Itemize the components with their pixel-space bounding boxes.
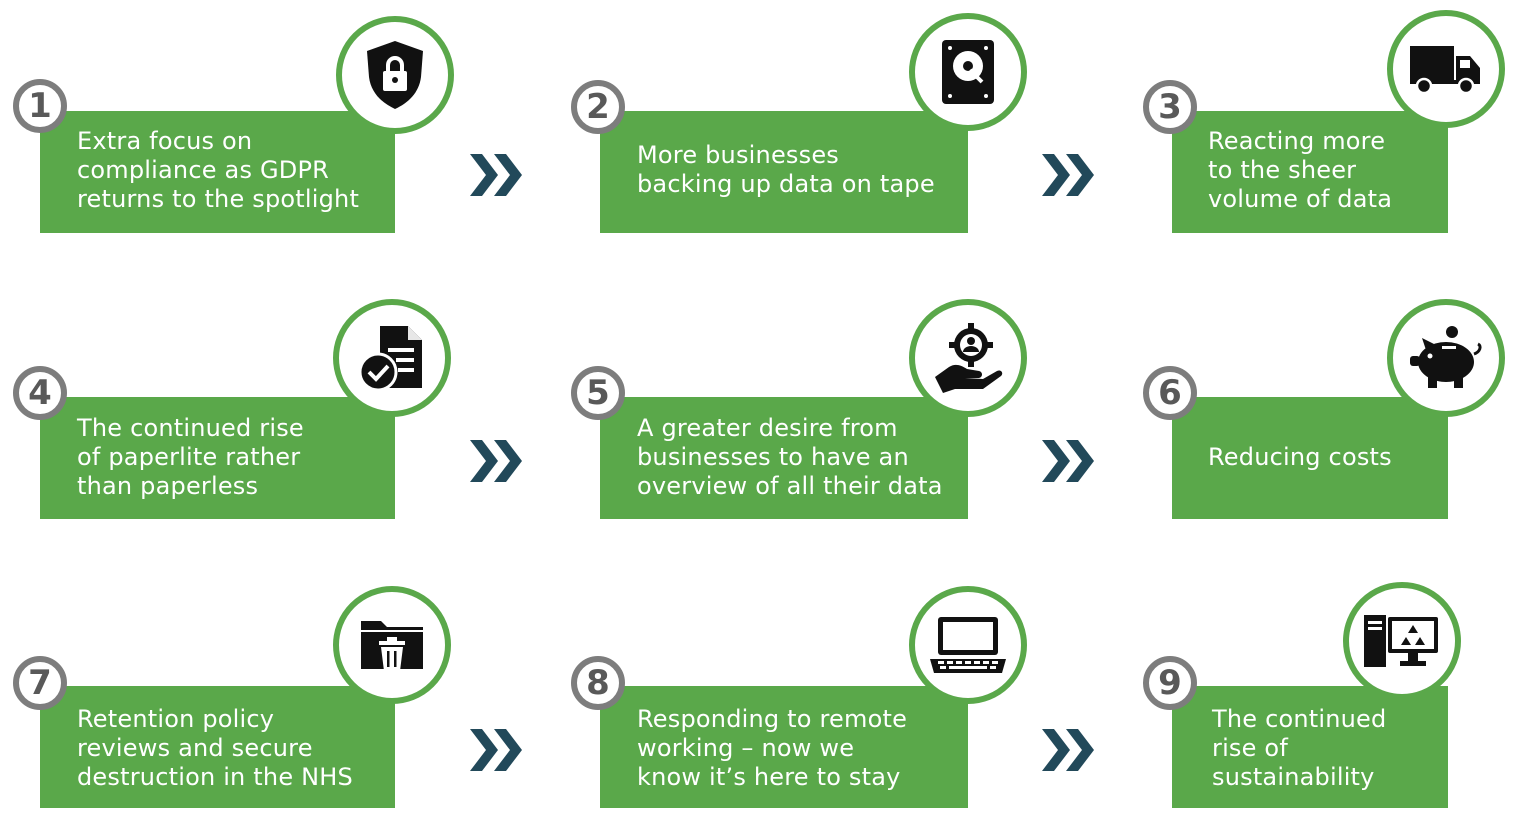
item-line: working – now we: [637, 734, 855, 762]
item-number-badge: 2: [571, 80, 625, 134]
item-box: [1172, 397, 1448, 519]
item-line: Retention policy: [77, 705, 275, 733]
item-text: Extra focus on compliance as GDPR return…: [77, 127, 359, 214]
item-text: Reducing costs: [1208, 443, 1392, 472]
item-box: [600, 686, 968, 808]
item-box: [40, 111, 395, 233]
chevron-right-icon: [1042, 440, 1094, 482]
item-text: The continued rise of sustainability: [1212, 705, 1386, 792]
laptop-icon: [930, 617, 1006, 673]
chevron-right-icon: [470, 729, 522, 771]
item-number-badge: 3: [1143, 80, 1197, 134]
item-line: reviews and secure: [77, 734, 313, 762]
item-text: Responding to remote working – now we kn…: [637, 705, 907, 792]
item-box: [40, 397, 395, 519]
item-line: compliance as GDPR: [77, 156, 330, 184]
item-line: destruction in the NHS: [77, 763, 353, 791]
chevron-right-icon: [1042, 729, 1094, 771]
computer-recycle-icon: [1364, 615, 1438, 667]
folder-trash-icon: [361, 621, 423, 671]
item-number-badge: 6: [1143, 366, 1197, 420]
chevron-right-icon: [470, 440, 522, 482]
item-line: to the sheer: [1208, 156, 1357, 184]
item-line: More businesses: [637, 141, 839, 169]
icon-circle: [909, 299, 1027, 417]
chevron-right-icon: [470, 154, 522, 196]
item-number-badge: 1: [13, 79, 67, 133]
icon-circle: [336, 16, 454, 134]
icon-circle: [1343, 582, 1461, 700]
item-line: A greater desire from: [637, 414, 898, 442]
item-box: [600, 111, 968, 233]
item-number-badge: 4: [13, 366, 67, 420]
truck-icon: [1410, 46, 1480, 95]
item-text: A greater desire from businesses to have…: [637, 414, 943, 501]
piggy-bank-icon: [1410, 326, 1482, 388]
hand-gear-icon: [935, 323, 1003, 393]
icon-circle: [333, 586, 451, 704]
item-line: Responding to remote: [637, 705, 908, 733]
item-line: Extra focus on: [77, 127, 253, 155]
document-check-icon: [358, 326, 422, 392]
item-text: More businesses backing up data on tape: [637, 141, 935, 199]
item-line: sustainability: [1212, 763, 1375, 791]
item-box: [40, 686, 395, 808]
item-line: rise of: [1212, 734, 1288, 762]
item-line: Reacting more: [1208, 127, 1386, 155]
icon-circle: [1387, 299, 1505, 417]
shield-lock-icon: [367, 41, 423, 109]
hard-drive-icon: [942, 40, 994, 104]
chevron-right-icon: [1042, 154, 1094, 196]
icon-circle: [333, 299, 451, 417]
item-text: Retention policy reviews and secure dest…: [77, 705, 353, 792]
item-line: The continued: [1212, 705, 1387, 733]
item-number-badge: 9: [1143, 656, 1197, 710]
item-line: than paperless: [77, 472, 259, 500]
item-box: [600, 397, 968, 519]
icon-circle: [1387, 10, 1505, 128]
item-number-badge: 5: [571, 366, 625, 420]
item-text: Reacting more to the sheer volume of dat…: [1208, 127, 1392, 214]
item-line: overview of all their data: [637, 472, 943, 500]
item-line: The continued rise: [77, 414, 304, 442]
icon-circle: [909, 586, 1027, 704]
item-line: volume of data: [1208, 185, 1393, 213]
item-box: [1172, 686, 1448, 808]
item-number-badge: 7: [13, 656, 67, 710]
item-line: businesses to have an: [637, 443, 909, 471]
item-line: backing up data on tape: [637, 170, 935, 198]
item-line: returns to the spotlight: [77, 185, 360, 213]
item-line: know it’s here to stay: [637, 763, 901, 791]
icon-circle: [909, 13, 1027, 131]
item-text: The continued rise of paperlite rather t…: [77, 414, 304, 501]
item-line: of paperlite rather: [77, 443, 301, 471]
item-line: Reducing costs: [1208, 443, 1392, 471]
item-box: [1172, 111, 1448, 233]
item-number-badge: 8: [571, 656, 625, 710]
